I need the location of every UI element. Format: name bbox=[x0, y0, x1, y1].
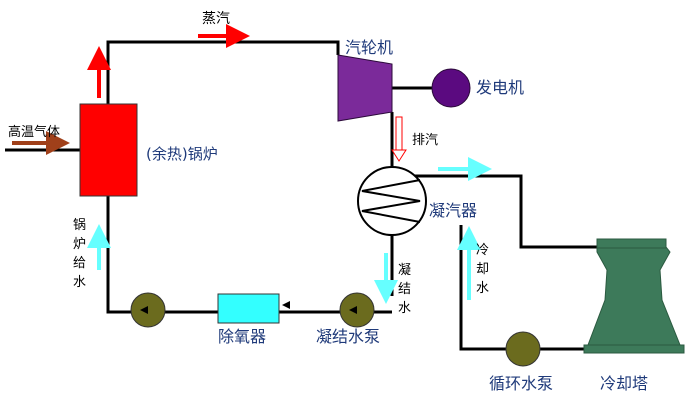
exhaust-arrow bbox=[391, 116, 407, 162]
svg-text:却: 却 bbox=[476, 262, 489, 277]
label-boiler-feed-water: 锅 炉 给 水 bbox=[73, 217, 86, 290]
cooling-tower bbox=[583, 238, 685, 354]
label-condenser: 凝汽器 bbox=[429, 201, 477, 220]
svg-text:凝: 凝 bbox=[398, 262, 411, 278]
cooling-supply-pipe bbox=[459, 225, 588, 351]
svg-text:结: 结 bbox=[398, 282, 411, 297]
deaerator bbox=[217, 293, 280, 324]
svg-text:炉: 炉 bbox=[73, 237, 86, 252]
label-exhaust: 排汽 bbox=[412, 133, 438, 148]
label-turbine: 汽轮机 bbox=[345, 38, 393, 57]
cooling-return-pipe bbox=[412, 174, 598, 249]
svg-text:水: 水 bbox=[476, 281, 489, 296]
svg-text:水: 水 bbox=[73, 275, 86, 290]
condenser bbox=[357, 166, 427, 236]
svg-text:水: 水 bbox=[398, 301, 411, 316]
turbine bbox=[337, 54, 393, 122]
deaerator-inlet-arrowhead bbox=[282, 301, 290, 309]
svg-text:冷: 冷 bbox=[476, 243, 489, 258]
svg-text:给: 给 bbox=[73, 256, 86, 271]
steam-pipe bbox=[106, 40, 340, 104]
circulating-water-pump bbox=[505, 331, 541, 367]
label-generator: 发电机 bbox=[476, 78, 524, 97]
label-steam: 蒸汽 bbox=[202, 11, 230, 27]
label-deaerator: 除氧器 bbox=[218, 327, 266, 346]
label-cooling-water: 冷 却 水 bbox=[476, 243, 489, 296]
label-condensate: 凝 结 水 bbox=[398, 262, 411, 316]
label-condensate-pump: 凝结水泵 bbox=[316, 327, 380, 346]
generator bbox=[431, 68, 471, 108]
label-boiler: (余热)锅炉 bbox=[146, 145, 218, 163]
label-hot-gas: 高温气体 bbox=[8, 124, 60, 140]
label-circulating-pump: 循环水泵 bbox=[489, 374, 553, 393]
condensate-pump-arrowhead bbox=[349, 306, 357, 314]
feed-pump-arrowhead bbox=[140, 306, 148, 314]
boiler bbox=[79, 103, 138, 197]
label-cooling-tower: 冷却塔 bbox=[600, 374, 648, 393]
svg-text:锅: 锅 bbox=[73, 217, 86, 233]
